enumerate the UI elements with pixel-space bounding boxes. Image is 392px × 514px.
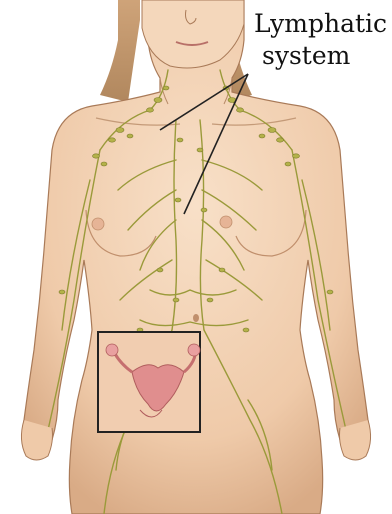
- label-line-1: Lymphatic: [254, 9, 387, 38]
- left-nipple: [92, 218, 104, 230]
- right-ovary: [188, 344, 200, 356]
- navel: [193, 314, 199, 322]
- left-ovary: [106, 344, 118, 356]
- label-line-2: system: [262, 41, 351, 70]
- pelvic-inset: [98, 332, 200, 432]
- right-nipple: [220, 216, 232, 228]
